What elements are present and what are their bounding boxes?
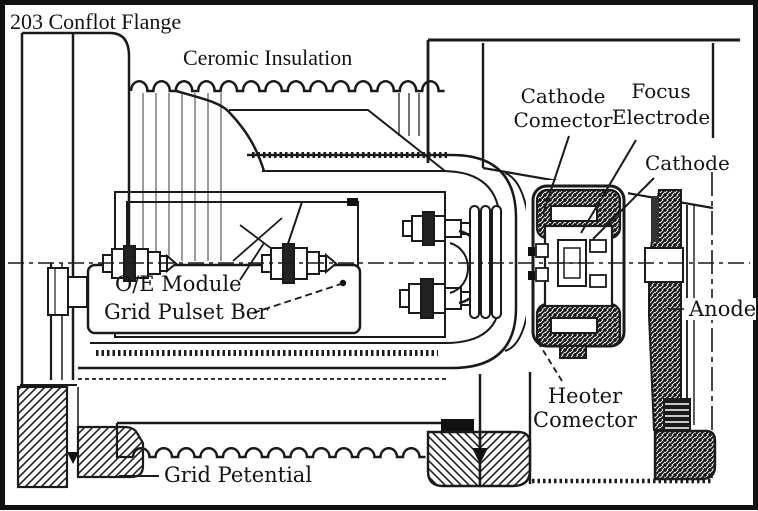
label-ceramic-insulation: Ceromic Insulation xyxy=(183,45,352,70)
label-focus-electrode-1: Focus xyxy=(631,79,690,103)
label-grid-potential: Grid Petential xyxy=(164,463,312,487)
leader-cathode xyxy=(592,177,655,240)
anode-assembly xyxy=(644,189,717,481)
leader-focus-electrode xyxy=(580,139,637,234)
label-heater-connector-1: Heoter xyxy=(548,384,623,408)
feedthrough-lower xyxy=(399,278,472,319)
labels: 203 Conflot Flange Ceromic Insulation Ca… xyxy=(10,9,756,487)
label-oe-module: O/E Module xyxy=(115,272,242,296)
bellows-shading-lines xyxy=(142,93,222,261)
anode-label-mask xyxy=(684,298,756,320)
label-anode: Anode xyxy=(688,297,756,321)
leader-oe-module xyxy=(239,242,265,281)
label-conflat-flange: 203 Conflot Flange xyxy=(10,9,181,34)
label-cathode-connector-1: Cathode xyxy=(521,84,606,108)
leader-heater-connector xyxy=(535,338,563,382)
label-cathode-connector-2: Comector xyxy=(514,108,613,132)
conflat-flange xyxy=(16,31,145,489)
label-grid-pulse: Grid Pulset Ber xyxy=(104,300,269,324)
cathode-assembly xyxy=(526,180,628,359)
top-bellows xyxy=(129,80,446,261)
leader-grid-pulse xyxy=(252,283,342,314)
feedthrough-upper xyxy=(402,211,472,246)
label-focus-electrode-2: Electrode xyxy=(612,105,710,129)
left-stub-connector xyxy=(47,267,88,316)
leader-cathode-connector xyxy=(542,135,570,215)
label-cathode: Cathode xyxy=(645,151,730,175)
label-heater-connector-2: Comector xyxy=(533,408,638,432)
leader-lines xyxy=(119,135,686,477)
right-wall xyxy=(426,38,740,478)
bottom-bellows xyxy=(115,372,712,488)
